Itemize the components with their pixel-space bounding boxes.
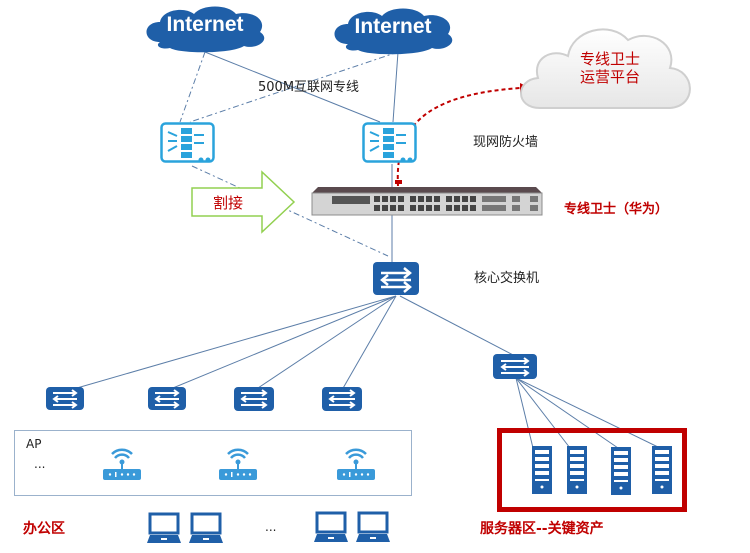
- platform-label-line2: 运营平台: [579, 68, 640, 86]
- firewall-icon: [362, 122, 417, 163]
- server-zone-box: [497, 428, 687, 512]
- guard-device-icon: [311, 187, 543, 216]
- link-server-3: [515, 377, 619, 449]
- laptop-more: ...: [265, 520, 277, 534]
- server-icon: [532, 446, 552, 494]
- access-switch-icon: [234, 387, 274, 411]
- link-old-firewall-to-core: [191, 165, 389, 257]
- link-core-to-server-switch: [399, 295, 516, 357]
- link-core-to-access-1: [69, 295, 397, 391]
- internet-cloud-right: [334, 8, 453, 55]
- internet-label-left: Internet: [166, 13, 244, 36]
- mgmt-link-arrow: [396, 87, 521, 187]
- internet-label-right: Internet: [354, 15, 432, 38]
- platform-label-line1: 专线卫士: [579, 50, 640, 68]
- core-switch-label: 核心交换机: [474, 271, 540, 286]
- link-core-to-access-3: [254, 295, 397, 391]
- link-label: 500M互联网专线: [258, 80, 360, 95]
- access-switch-icon: [46, 387, 84, 410]
- ap-zone: [14, 430, 412, 496]
- link-server-1: [515, 377, 534, 449]
- ap-more: ...: [34, 457, 46, 471]
- old-firewall-icon: [160, 122, 215, 163]
- link-server-2: [515, 377, 571, 449]
- ap-label: AP: [26, 437, 42, 451]
- cutover-arrow-icon: [191, 170, 296, 234]
- link-internet-right-to-old-firewall: [189, 51, 399, 123]
- link-internet-left-to-old-firewall: [179, 51, 206, 123]
- office-zone-label: 办公区: [23, 521, 65, 537]
- guard-device-label: 专线卫士（华为）: [564, 202, 669, 217]
- ap-icon: [219, 448, 257, 480]
- link-core-to-access-2: [167, 295, 397, 391]
- core-switch-icon: [373, 262, 419, 295]
- link-internet-right-to-firewall: [392, 51, 399, 123]
- link-server-4: [515, 377, 661, 449]
- server-icon: [567, 446, 587, 494]
- server-zone-label: 服务器区--关键资产: [480, 521, 604, 537]
- server-icon: [611, 447, 631, 495]
- server-switch-icon: [493, 354, 537, 379]
- ap-icon: [337, 448, 375, 480]
- access-switch-icon: [322, 387, 362, 411]
- mgmt-link-anchor: [395, 180, 402, 184]
- laptop-icon: [314, 511, 348, 542]
- laptop-icon: [147, 512, 181, 543]
- ap-icon: [103, 448, 141, 480]
- platform-label: 专线卫士 运营平台: [560, 50, 660, 86]
- laptop-icon: [189, 512, 223, 543]
- link-internet-left-to-firewall: [204, 51, 381, 123]
- internet-cloud-left: [146, 6, 265, 53]
- laptop-icon: [356, 511, 390, 542]
- link-core-to-access-4: [341, 295, 397, 391]
- access-switch-icon: [148, 387, 186, 410]
- platform-cloud: [520, 28, 691, 109]
- cutover-label: 割接: [213, 194, 244, 212]
- firewall-label: 现网防火墙: [473, 135, 539, 150]
- server-icon: [652, 446, 672, 494]
